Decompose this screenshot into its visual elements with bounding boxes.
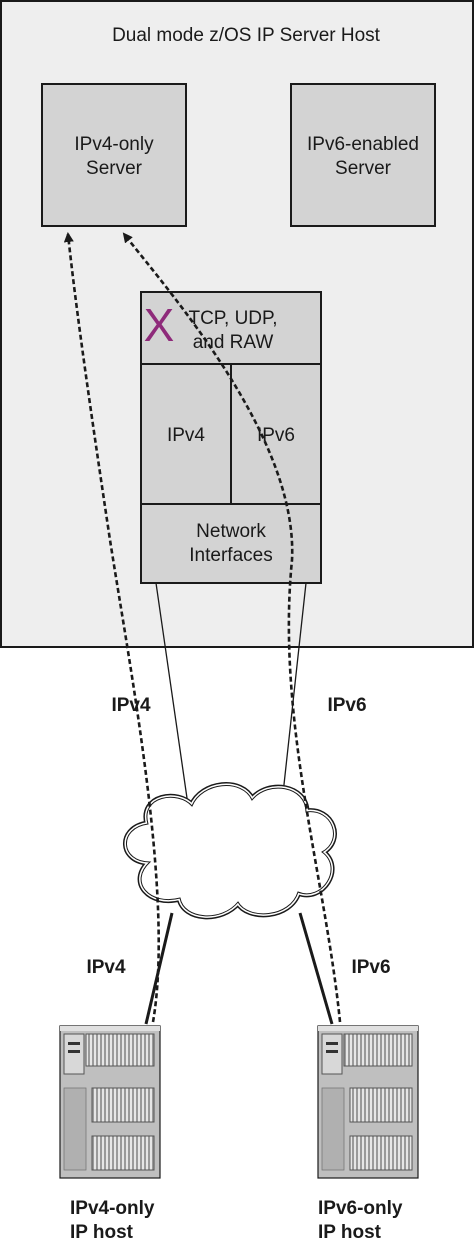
ipv4-layer-label: IPv4 [167, 425, 205, 446]
host-title: Dual mode z/OS IP Server Host [112, 25, 381, 46]
upper-ipv6-label: IPv6 [327, 695, 366, 716]
blocked-x-icon: X [144, 299, 175, 351]
network-cloud-icon [123, 782, 337, 920]
lower-ipv6-label: IPv6 [351, 957, 390, 978]
ipv4-physical-link-upper [155, 582, 190, 813]
ipv4-host-server-icon [59, 1025, 161, 1179]
ipv6-server-label-2: Server [335, 158, 392, 179]
ipv4-server-label-2: Server [86, 158, 143, 179]
ipv6-host-label-1: IPv6-only [318, 1198, 403, 1219]
ipv6-host-server-icon [317, 1025, 419, 1179]
ipv6-server-label-1: IPv6-enabled [307, 134, 419, 155]
network-interfaces-label-2: Interfaces [189, 545, 272, 566]
lower-ipv4-label: IPv4 [86, 957, 126, 978]
ipv6-layer-label: IPv6 [257, 425, 295, 446]
ipv4-only-server-box [41, 83, 187, 227]
network-interfaces-label-1: Network [196, 521, 266, 542]
upper-ipv4-label: IPv4 [111, 695, 151, 716]
ipv4-logical-connection [63, 232, 160, 1023]
ipv6-physical-link-upper [280, 582, 307, 813]
ipv6-enabled-server-box [290, 83, 436, 227]
ipv6-physical-link-lower [298, 912, 334, 1025]
ipv6-logical-connection [122, 232, 342, 1023]
transport-layer-label-2: and RAW [193, 332, 274, 353]
ipv4-server-label-1: IPv4-only [74, 134, 154, 155]
transport-layer-label-1: TCP, UDP, [188, 308, 277, 329]
ipv4-host-label-2: IP host [70, 1222, 134, 1242]
ipv4-host-label-1: IPv4-only [70, 1198, 155, 1219]
ipv4-physical-link-lower [144, 912, 174, 1025]
ipv6-host-label-2: IP host [318, 1222, 382, 1242]
